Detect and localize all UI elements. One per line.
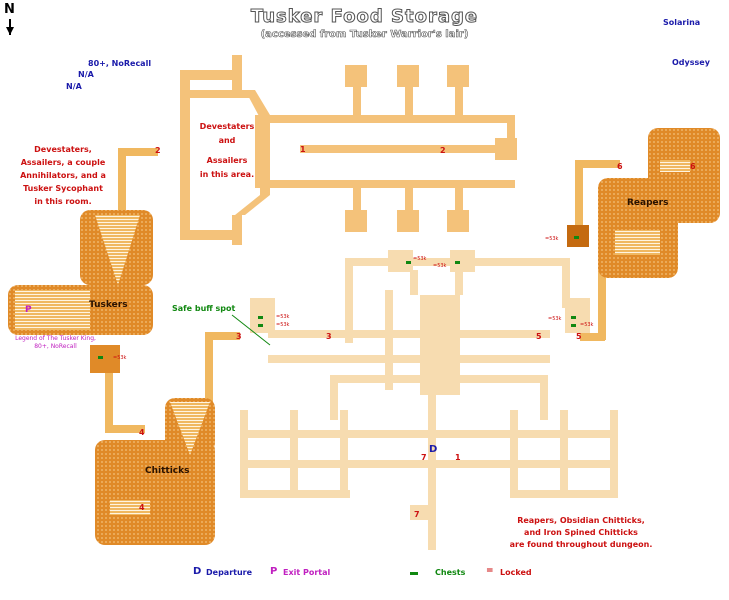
lock-label: =53k	[580, 322, 594, 328]
marker-1-upper: 1	[300, 145, 306, 154]
marker-5-right: 5	[576, 332, 582, 341]
portal-marker: P	[25, 305, 32, 315]
marker-7-upper: 7	[421, 453, 427, 462]
room-label-reapers: Reapers	[627, 198, 669, 208]
marker-4-upper: 4	[139, 428, 145, 437]
legend-locked-label: Locked	[500, 568, 532, 577]
server-right-line1: Solarina	[663, 18, 701, 27]
page-title: Tusker Food Storage	[250, 6, 479, 28]
server-right-line2: Odyssey	[672, 58, 710, 67]
note-line: Assailers	[206, 156, 248, 165]
note-line: and	[218, 136, 236, 145]
upper-area-note: Devestaters and Assailers in this area.	[192, 120, 262, 182]
lock-label: =53k	[413, 256, 427, 262]
door-tuskers	[90, 345, 120, 373]
server-left-line1: 80+, NoRecall	[88, 59, 152, 68]
compass-letter: N	[4, 2, 15, 17]
legend-exit-label: Exit Portal	[283, 568, 331, 577]
note-line: Tusker Sycophant	[23, 184, 103, 193]
lock-label: =53k	[545, 236, 559, 242]
tusker-room-note: Devestaters, Assailers, a couple Annihil…	[8, 143, 118, 208]
note-line: in this room.	[34, 197, 92, 206]
marker-3-right: 3	[326, 332, 332, 341]
legend-departure-label: Departure	[206, 568, 253, 577]
lock-label: =53k	[433, 263, 447, 269]
upper-section	[180, 55, 517, 245]
lock-label: =53k	[548, 316, 562, 322]
page-subtitle: (accessed from Tusker Warrior's lair)	[260, 29, 469, 41]
lower-section	[240, 250, 618, 550]
buff-spot-label: Safe buff spot	[172, 304, 236, 313]
legend-departure-symbol: D	[193, 566, 202, 577]
north-arrow-icon	[6, 19, 14, 35]
marker-5-left: 5	[536, 332, 542, 341]
dungeon-note: Reapers, Obsidian Chitticks, and Iron Sp…	[496, 515, 666, 551]
chests	[98, 236, 579, 575]
note-line: Legend of The Tusker King,	[15, 335, 96, 342]
note-line: 80+, NoRecall	[34, 343, 77, 350]
note-line: Devestaters,	[34, 145, 92, 154]
legend-exit-symbol: P	[270, 566, 278, 577]
marker-3-left: 3	[236, 332, 242, 341]
marker-6-right: 6	[690, 162, 696, 171]
marker-4-lower: 4	[139, 503, 145, 512]
marker-6-left: 6	[617, 162, 623, 171]
marker-2-left: 2	[155, 146, 161, 155]
note-line: Annihilators, and a	[20, 171, 106, 180]
note-line: Assailers, a couple	[20, 158, 106, 167]
compass: N	[4, 2, 20, 42]
legend-chests-label: Chests	[435, 568, 466, 577]
legend-locked-symbol: =	[486, 566, 494, 576]
tusker-room	[8, 210, 153, 335]
note-line: Reapers, Obsidian Chitticks,	[517, 516, 645, 525]
lock-label: =53k	[113, 355, 127, 361]
room-label-chitticks: Chitticks	[145, 466, 190, 476]
chitticks-room	[95, 398, 215, 545]
portal-note: Legend of The Tusker King, 80+, NoRecall	[8, 335, 103, 351]
marker-2-right: 2	[440, 146, 446, 155]
lock-label: =53k	[276, 314, 290, 320]
note-line: Devestaters	[199, 122, 255, 131]
departure-marker: D	[429, 444, 438, 455]
note-line: in this area.	[199, 170, 255, 179]
marker-7-lower: 7	[414, 510, 420, 519]
buff-spot-pointer	[231, 314, 271, 346]
note-line: are found throughout dungeon.	[509, 540, 653, 549]
room-label-tuskers: Tuskers	[89, 300, 128, 310]
lock-label: =53k	[276, 322, 290, 328]
server-left-line2: N/A	[78, 70, 94, 79]
server-left-line3: N/A	[66, 82, 82, 91]
note-line: and Iron Spined Chitticks	[524, 528, 638, 537]
reapers-room	[598, 128, 720, 278]
marker-1-lower: 1	[455, 453, 461, 462]
